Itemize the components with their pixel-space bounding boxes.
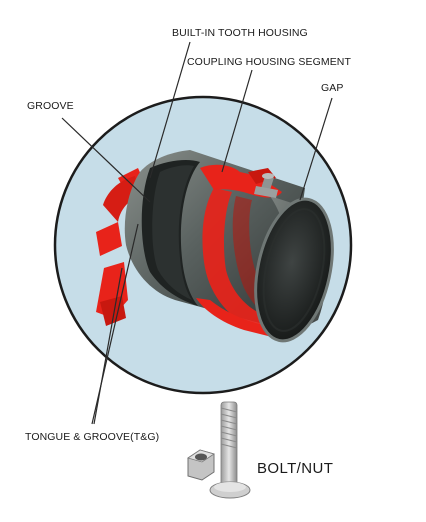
pipe-opening [254,197,334,343]
label-gap: GAP [321,82,344,94]
pipe-front-end [254,196,334,343]
leader-coupling-housing-segment [221,69,253,173]
label-tongue-and-groove: TONGUE & GROOVE(T&G) [25,431,160,443]
label-coupling-housing-segment: COUPLING HOUSING SEGMENT [187,56,352,68]
groove-ring [141,160,200,306]
bolt-nut-pair [187,401,251,499]
leader-gap [299,97,333,201]
leader-built-in-tooth-housing [149,41,191,179]
leader-groove [61,117,151,203]
label-built-in-tooth-housing: BUILT-IN TOOTH HOUSING [172,27,308,39]
label-groove: GROOVE [27,100,74,112]
housing-bolt [254,173,278,198]
hex-nut [187,449,215,481]
label-bolt-nut: BOLT/NUT [257,460,334,477]
leader-tng-2 [93,267,123,425]
leader-lines [61,41,333,425]
